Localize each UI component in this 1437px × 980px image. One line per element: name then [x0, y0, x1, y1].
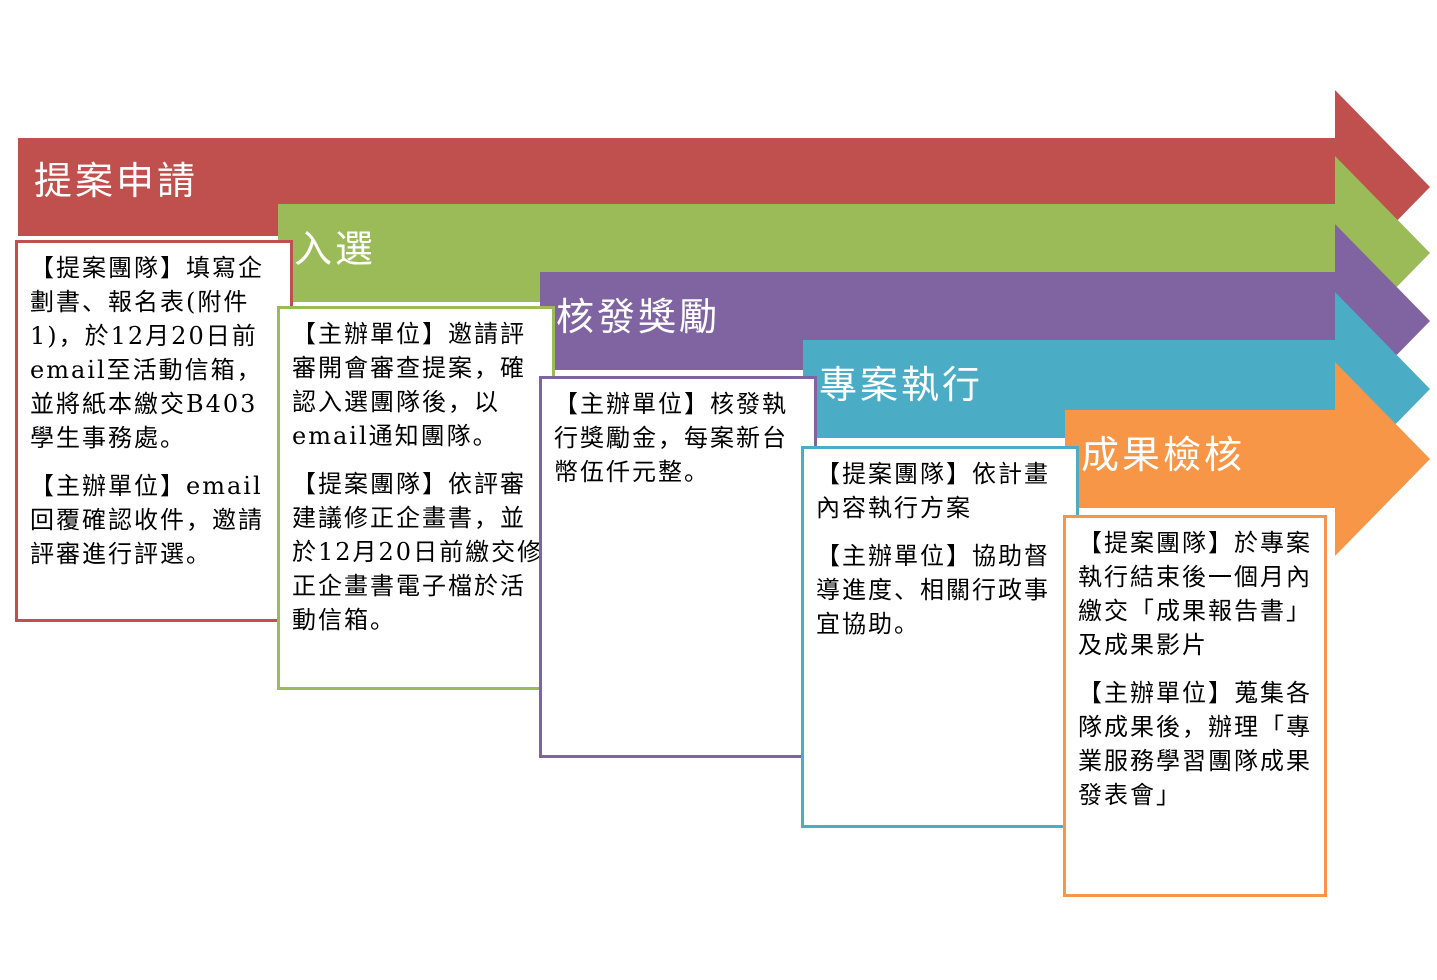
- stage-1-text-1: 【提案團隊】填寫企劃書、報名表(附件1)，於12月20日前email至活動信箱，…: [30, 254, 264, 452]
- stage-5-text-2: 【主辦單位】蒐集各隊成果後，辦理「專業服務學習團隊成果發表會」: [1078, 679, 1312, 809]
- stage-5-arrow: [1065, 362, 1430, 556]
- stage-2-text-2: 【提案團隊】依評審建議修正企畫書，並於12月20日前繳交修正企畫書電子檔於活動信…: [292, 470, 544, 634]
- stage-2-title: 入選: [294, 227, 377, 271]
- stage-3-text-1: 【主辦單位】核發執行獎勵金，每案新台幣伍仟元整。: [554, 390, 788, 486]
- stage-4-description: 【提案團隊】依計畫內容執行方案 【主辦單位】協助督導進度、相關行政事宜協助。: [801, 446, 1079, 828]
- stage-1-description: 【提案團隊】填寫企劃書、報名表(附件1)，於12月20日前email至活動信箱，…: [15, 240, 293, 622]
- stage-4-text-2: 【主辦單位】協助督導進度、相關行政事宜協助。: [816, 542, 1050, 638]
- stage-3-description: 【主辦單位】核發執行獎勵金，每案新台幣伍仟元整。: [539, 376, 817, 758]
- stage-5-text-1: 【提案團隊】於專案執行結束後一個月內繳交「成果報告書」及成果影片: [1078, 529, 1312, 659]
- stage-2-text-1: 【主辦單位】邀請評審開會審查提案，確認入選團隊後，以email通知團隊。: [292, 320, 526, 450]
- stage-2-description: 【主辦單位】邀請評審開會審查提案，確認入選團隊後，以email通知團隊。 【提案…: [277, 306, 555, 690]
- stage-4-title: 專案執行: [819, 363, 984, 407]
- stage-5-description: 【提案團隊】於專案執行結束後一個月內繳交「成果報告書」及成果影片 【主辦單位】蒐…: [1063, 515, 1327, 897]
- stage-1-text-2: 【主辦單位】email回覆確認收件，邀請評審進行評選。: [30, 472, 264, 568]
- stage-4-text-1: 【提案團隊】依計畫內容執行方案: [816, 460, 1050, 522]
- stage-3-title: 核發獎勵: [556, 295, 721, 339]
- stage-5-title: 成果檢核: [1081, 433, 1246, 477]
- stage-1-title: 提案申請: [34, 159, 199, 203]
